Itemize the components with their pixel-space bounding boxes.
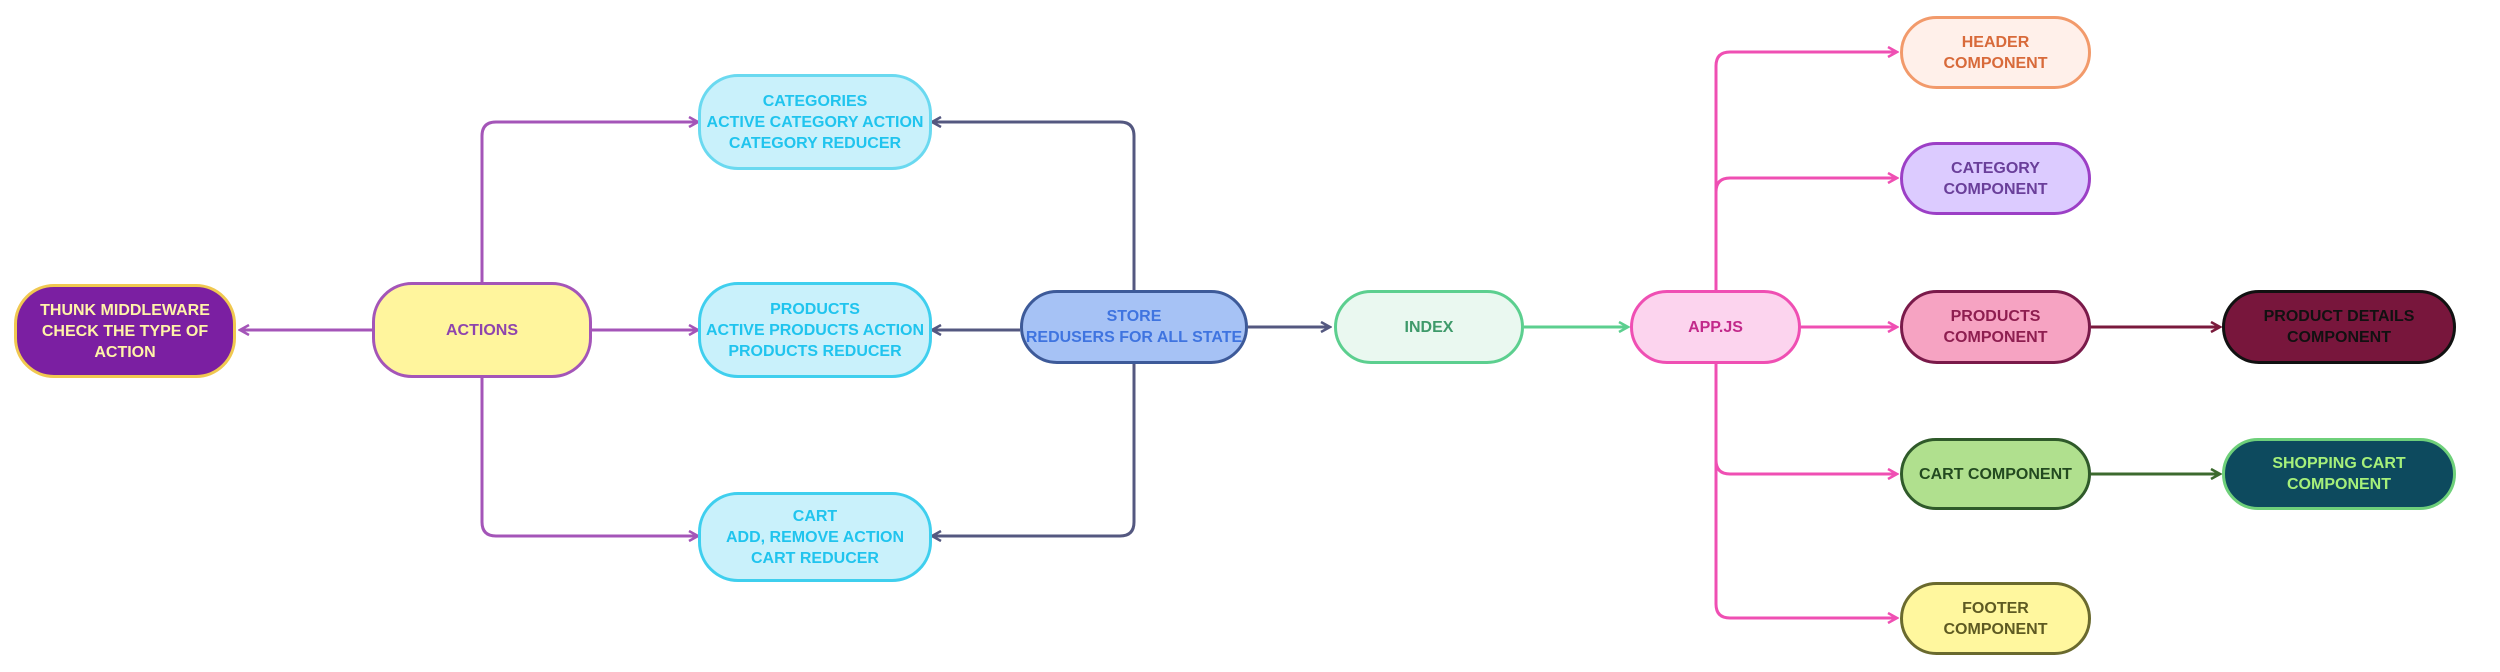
cart-component-node: CART COMPONENT [1900, 438, 2091, 510]
shopping-cart-component-node: SHOPPING CART COMPONENT [2222, 438, 2456, 510]
footer-component-node: FOOTER COMPONENT [1900, 582, 2091, 655]
edge-actions-categories [480, 122, 698, 282]
cart-node: CART ADD, REMOVE ACTION CART REDUCER [698, 492, 932, 582]
product-details-component-node: PRODUCT DETAILS COMPONENT [2222, 290, 2456, 364]
edge-actions-cart [480, 378, 698, 536]
category-component-node: CATEGORY COMPONENT [1900, 142, 2091, 215]
edge-app-footer [1714, 460, 1897, 618]
products-component-node: PRODUCTS COMPONENT [1900, 290, 2091, 364]
thunk-middleware-node: THUNK MIDDLEWARE CHECK THE TYPE OF ACTIO… [14, 284, 236, 378]
actions-node: ACTIONS [372, 282, 592, 378]
categories-node: CATEGORIES ACTIVE CATEGORY ACTION CATEGO… [698, 74, 932, 170]
app-js-node: APP.JS [1630, 290, 1801, 364]
edge-store-categories [932, 122, 1136, 290]
header-component-node: HEADER COMPONENT [1900, 16, 2091, 89]
products-node: PRODUCTS ACTIVE PRODUCTS ACTION PRODUCTS… [698, 282, 932, 378]
index-node: INDEX [1334, 290, 1524, 364]
store-edges [932, 122, 1330, 536]
edge-app-category [1714, 178, 1897, 193]
edge-store-cart [932, 364, 1136, 536]
store-node: STORE REDUSERS FOR ALL STATE [1020, 290, 1248, 364]
edge-app-cartcomp [1714, 364, 1897, 474]
actions-edges [240, 122, 698, 536]
app-edges [1714, 52, 1897, 618]
edge-app-header [1714, 52, 1897, 290]
